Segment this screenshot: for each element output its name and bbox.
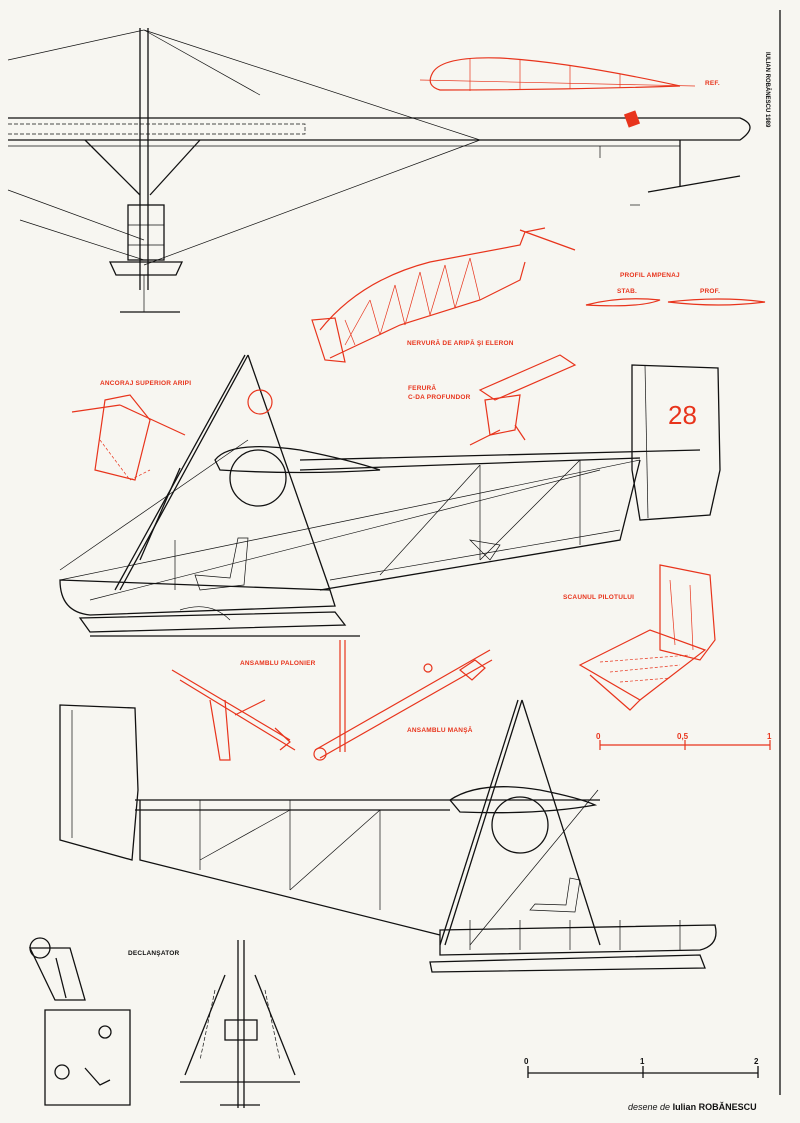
tail-profile-drawing (585, 298, 766, 307)
red-scale-tick-half: 0,5 (677, 732, 689, 741)
airfoil-ref-label: REF. (705, 80, 720, 87)
black-scale-tick-0: 0 (524, 1057, 529, 1066)
red-scale-tick-1: 1 (767, 732, 772, 741)
red-scale-tick-0: 0 (596, 732, 601, 741)
front-view-drawing (7, 28, 751, 313)
footer-credit: desene de Iulian ROBĂNESCU (628, 1102, 757, 1112)
pilot-seat-drawing (578, 564, 716, 711)
upper-wing-anchor-drawing (71, 394, 186, 481)
side-view-drawing (59, 354, 721, 637)
black-scale-tick-1: 1 (640, 1057, 645, 1066)
rudder-pedal-assembly-drawing (171, 669, 296, 761)
hinge-label-line2: C-DA PROFUNDOR (408, 394, 471, 401)
wing-rib-label: NERVURĂ DE ARIPĂ ŞI ELERON (407, 340, 514, 347)
release-label: DECLANŞATOR (128, 950, 180, 957)
prof-label: PROF. (700, 288, 721, 295)
control-stick-label: ANSAMBLU MANŞĂ (407, 727, 473, 734)
control-stick-assembly-drawing (313, 640, 493, 761)
release-mechanism-drawing (28, 937, 300, 1108)
hinge-label-line1: FERURĂ (408, 385, 437, 392)
side-view-mirrored-drawing (59, 699, 717, 973)
credit-name: Iulian ROBĂNESCU (672, 1102, 757, 1112)
rudder-pedal-label: ANSAMBLU PALONIER (240, 660, 316, 667)
tail-number: 28 (668, 400, 697, 430)
tail-profile-title: PROFIL AMPENAJ (620, 272, 680, 279)
red-scale-bar-graphic (599, 740, 771, 750)
pilot-seat-label: SCAUNUL PILOTULUI (563, 594, 635, 601)
wing-airfoil-profile (419, 57, 696, 128)
elevator-hinge-drawing (469, 354, 577, 446)
wing-rib-drawing (311, 227, 576, 363)
black-scale-tick-2: 2 (754, 1057, 759, 1066)
black-scale-bar-graphic (527, 1066, 759, 1078)
wing-anchor-label: ANCORAJ SUPERIOR ARIPI (100, 380, 192, 387)
credit-prefix: desene de (628, 1102, 671, 1112)
vertical-credit: IULIAN ROBĂNESCU 1989 (764, 52, 770, 128)
stab-label: STAB. (617, 288, 638, 295)
